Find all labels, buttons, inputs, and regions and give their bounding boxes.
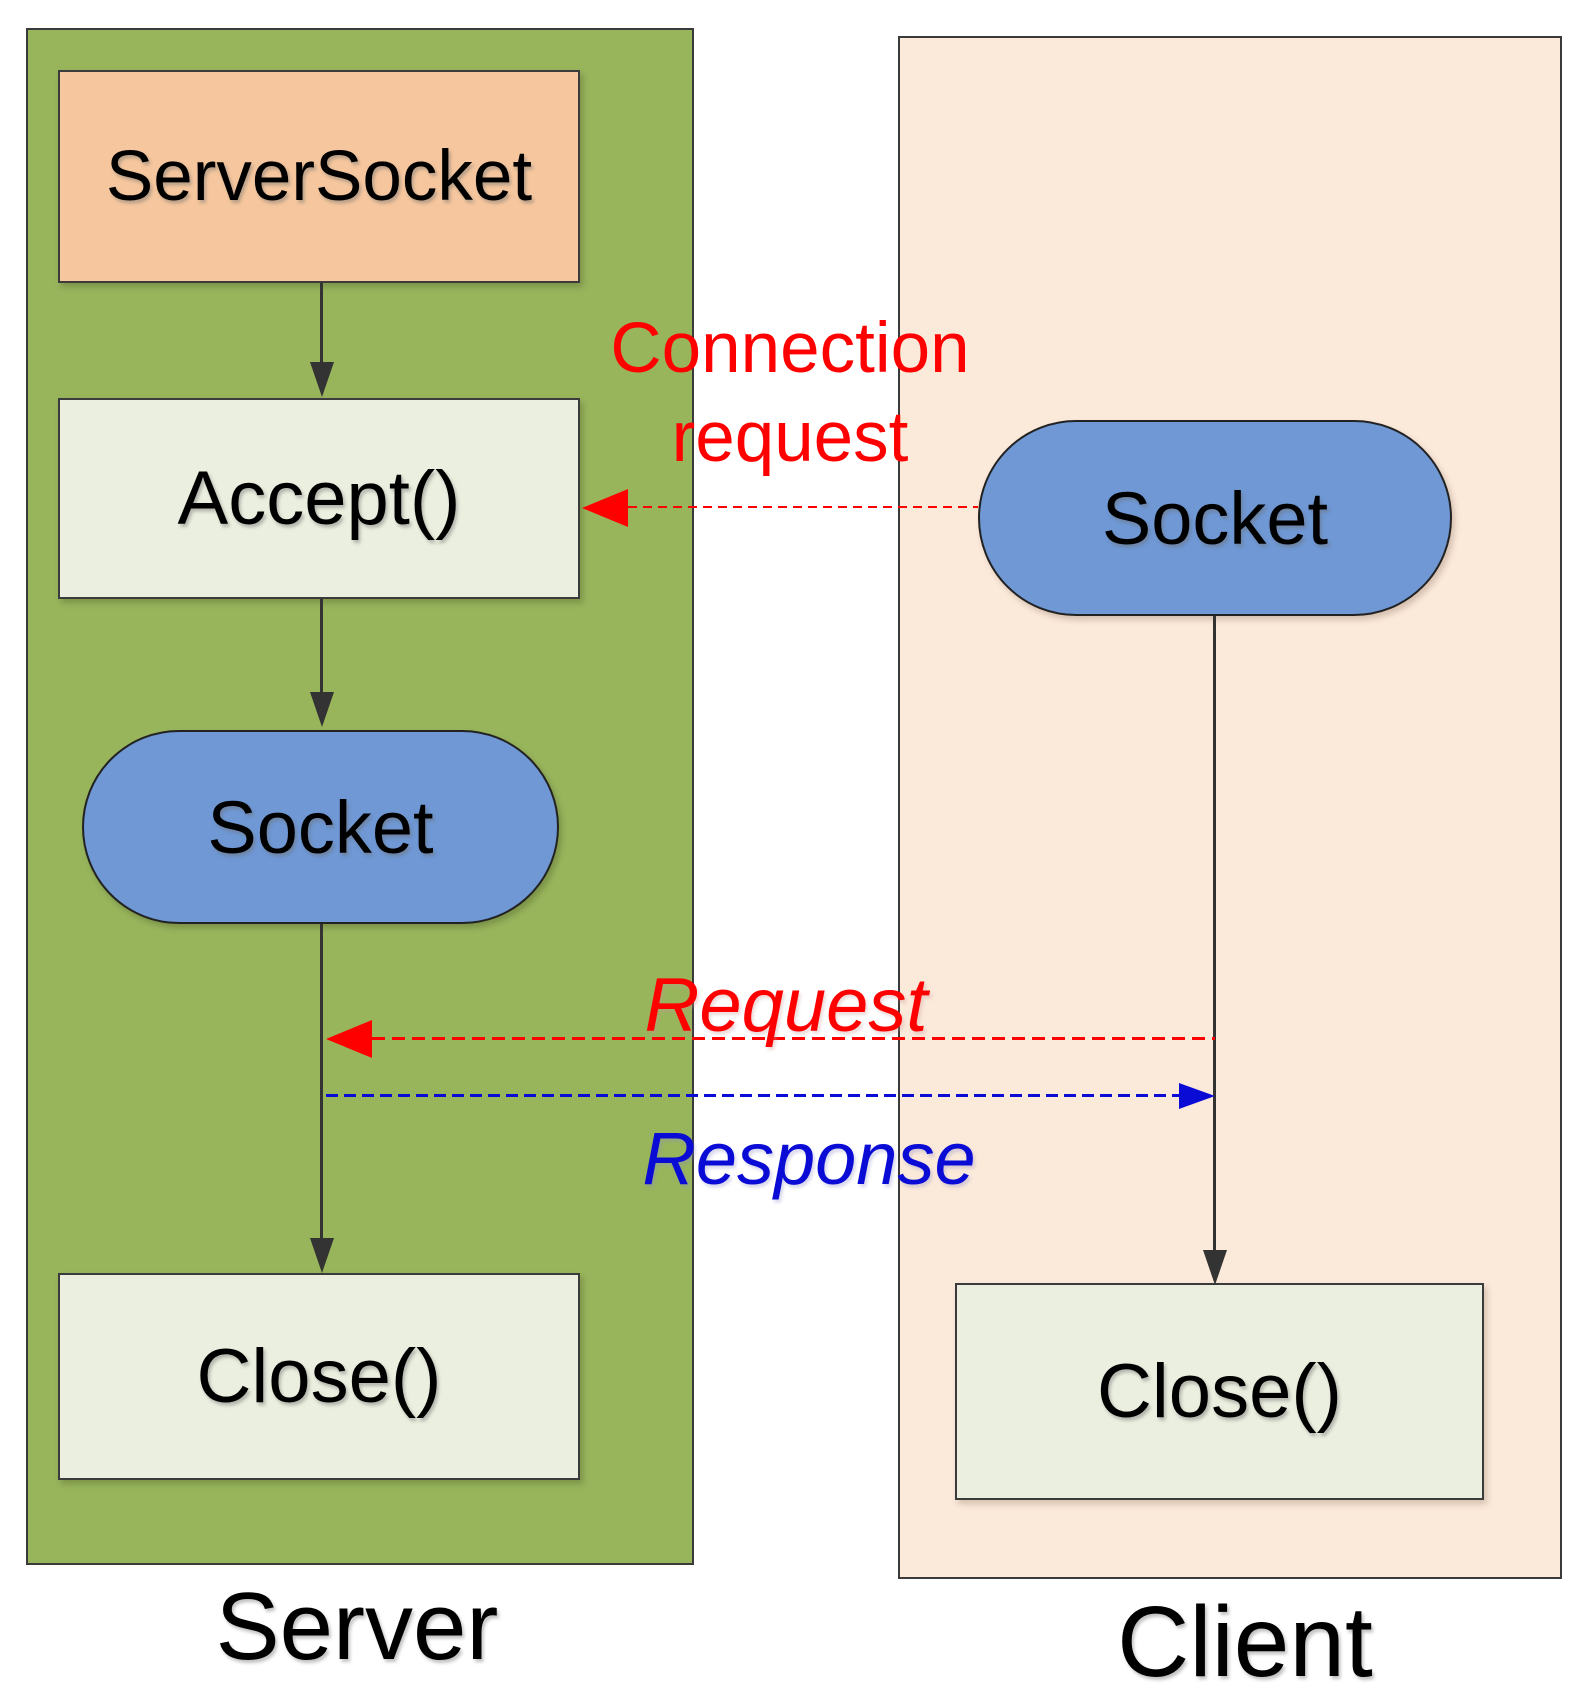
client-caption: Client bbox=[1117, 1586, 1373, 1687]
connection-request-arrowhead-icon bbox=[582, 489, 628, 527]
connection-request-label: Connection request bbox=[540, 304, 1040, 482]
client-socket-node: Socket bbox=[978, 420, 1452, 616]
request-arrowhead-icon bbox=[326, 1020, 372, 1058]
connection-request-dashed-line bbox=[628, 506, 978, 508]
server-close-node: Close() bbox=[58, 1273, 580, 1480]
request-label: Request bbox=[644, 963, 928, 1048]
request-dashed-line bbox=[372, 1037, 1215, 1040]
arrow-accept-to-socket bbox=[320, 599, 323, 693]
serversocket-node: ServerSocket bbox=[58, 70, 580, 283]
server-caption: Server bbox=[215, 1573, 499, 1680]
arrowhead-serversocket-to-accept-icon bbox=[310, 362, 334, 397]
response-dashed-line bbox=[326, 1094, 1179, 1097]
connection-request-line2: request bbox=[671, 398, 909, 477]
arrow-socket-to-close-client bbox=[1213, 616, 1216, 1252]
accept-node: Accept() bbox=[58, 398, 580, 599]
response-arrowhead-icon bbox=[1179, 1083, 1215, 1109]
arrow-serversocket-to-accept bbox=[320, 283, 323, 363]
arrow-socket-to-close-server bbox=[320, 924, 323, 1239]
arrowhead-accept-to-socket-icon bbox=[310, 692, 334, 727]
arrowhead-socket-to-close-server-icon bbox=[310, 1238, 334, 1273]
arrowhead-socket-to-close-client-icon bbox=[1203, 1250, 1227, 1285]
server-socket-node: Socket bbox=[82, 730, 559, 924]
client-close-node: Close() bbox=[955, 1283, 1484, 1500]
response-label: Response bbox=[642, 1117, 976, 1200]
connection-request-line1: Connection bbox=[610, 309, 970, 388]
